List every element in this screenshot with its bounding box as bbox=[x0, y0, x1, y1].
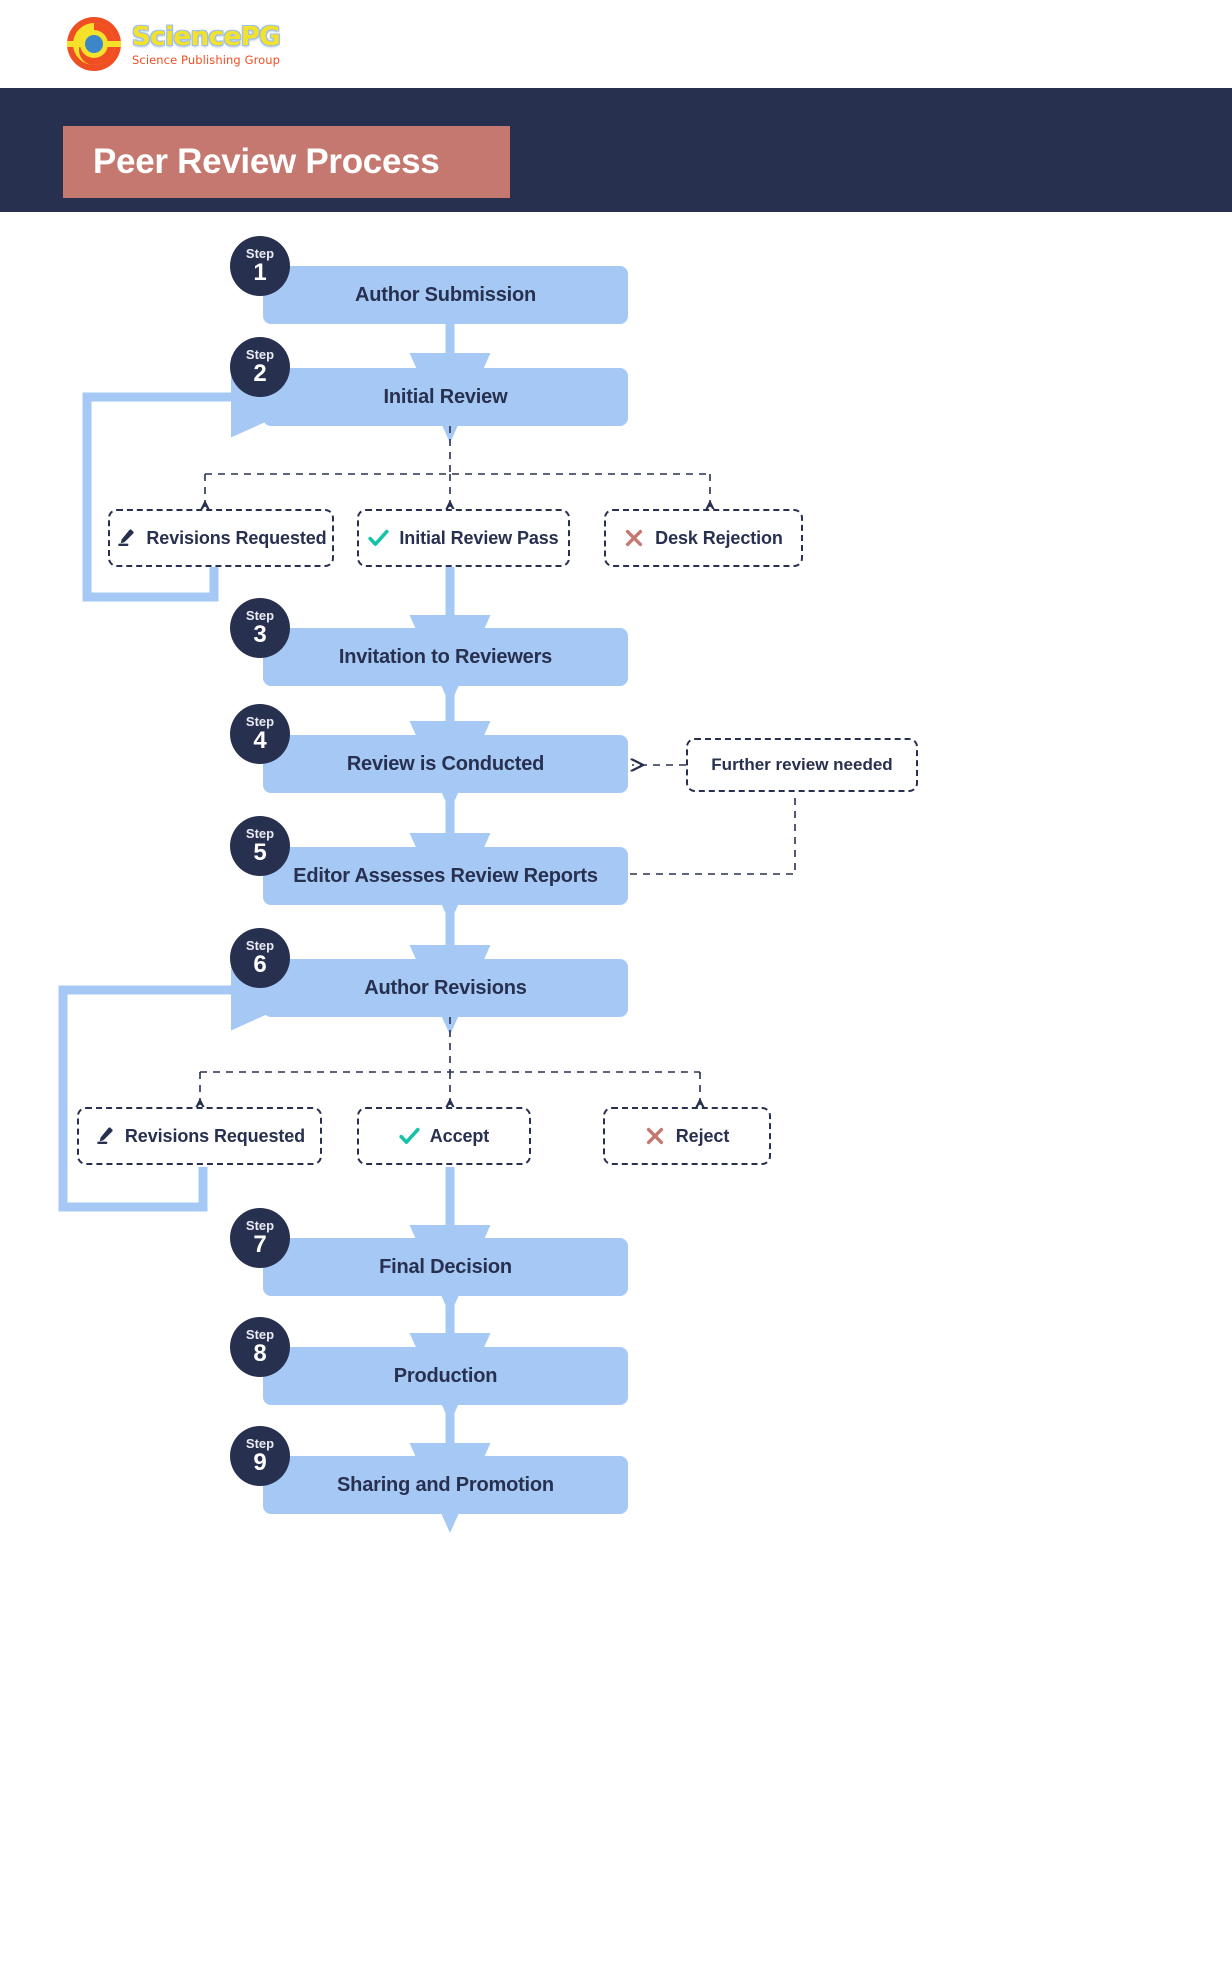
logo-bar: SciencePG Science Publishing Group bbox=[0, 0, 1232, 88]
step-number: 2 bbox=[253, 359, 267, 387]
outcome-label: Revisions Requested bbox=[124, 1125, 306, 1146]
step-word: Step bbox=[245, 713, 275, 729]
step-word: Step bbox=[245, 607, 275, 623]
brand-logo[interactable]: SciencePG Science Publishing Group bbox=[66, 16, 281, 72]
note-box-further-review-needed[interactable]: Further review needed bbox=[686, 738, 918, 792]
step-number: 8 bbox=[253, 1339, 267, 1367]
step-box-production[interactable]: Production bbox=[263, 1347, 628, 1405]
outcome-box-reject[interactable]: Reject bbox=[603, 1107, 771, 1165]
step-label: Final Decision bbox=[379, 1255, 512, 1278]
check-icon bbox=[399, 1126, 420, 1146]
cross-icon bbox=[624, 528, 644, 548]
step-badge-9: Step 9 bbox=[230, 1426, 290, 1486]
flowchart-canvas: Step 1 Author Submission Step 2 Initial … bbox=[0, 212, 1232, 1986]
step-label: Invitation to Reviewers bbox=[338, 645, 553, 668]
step-box-final-decision[interactable]: Final Decision bbox=[263, 1238, 628, 1296]
step-box-initial-review[interactable]: Initial Review bbox=[263, 368, 628, 426]
note-label: Further review needed bbox=[711, 755, 893, 774]
outcome-label: Desk Rejection bbox=[655, 527, 783, 548]
outcome-label: Initial Review Pass bbox=[399, 527, 559, 548]
outcome-box-revisions-requested-2[interactable]: Revisions Requested bbox=[77, 1107, 322, 1165]
sciencepg-circular-logo bbox=[66, 16, 122, 72]
step-number: 7 bbox=[253, 1230, 267, 1258]
step-label: Production bbox=[393, 1364, 498, 1387]
step-badge-3: Step 3 bbox=[230, 598, 290, 658]
step-box-editor-assesses-review-reports[interactable]: Editor Assesses Review Reports bbox=[263, 847, 628, 905]
step-number: 6 bbox=[253, 950, 267, 978]
outcome-label: Reject bbox=[675, 1125, 730, 1146]
check-icon bbox=[368, 528, 390, 548]
step-word: Step bbox=[245, 1435, 275, 1451]
pencil-icon bbox=[94, 1126, 114, 1146]
step-badge-1: Step 1 bbox=[230, 236, 290, 296]
outcome-box-revisions-requested-1[interactable]: Revisions Requested bbox=[108, 509, 334, 567]
pencil-icon bbox=[115, 528, 135, 548]
step-label: Initial Review bbox=[383, 385, 508, 408]
page-title: Peer Review Process bbox=[63, 126, 510, 198]
step-number: 5 bbox=[253, 838, 267, 866]
page-title-text: Peer Review Process bbox=[93, 142, 440, 181]
step-box-sharing-and-promotion[interactable]: Sharing and Promotion bbox=[263, 1456, 628, 1514]
step-word: Step bbox=[245, 245, 275, 261]
step-number: 3 bbox=[253, 620, 267, 648]
outcome-box-initial-review-pass[interactable]: Initial Review Pass bbox=[357, 509, 570, 567]
step-badge-8: Step 8 bbox=[230, 1317, 290, 1377]
step-box-invitation-to-reviewers[interactable]: Invitation to Reviewers bbox=[263, 628, 628, 686]
connector-layer bbox=[58, 324, 796, 1533]
outcome-box-desk-rejection[interactable]: Desk Rejection bbox=[604, 509, 803, 567]
outcome-box-accept[interactable]: Accept bbox=[357, 1107, 531, 1165]
brand-name: SciencePG bbox=[132, 21, 281, 52]
step-label: Author Submission bbox=[354, 283, 537, 306]
step-word: Step bbox=[245, 1326, 275, 1342]
outcome-label: Revisions Requested bbox=[146, 527, 327, 548]
step-word: Step bbox=[245, 1217, 275, 1233]
step-box-author-revisions[interactable]: Author Revisions bbox=[263, 959, 628, 1017]
step-badge-4: Step 4 bbox=[230, 704, 290, 764]
outcome-label: Accept bbox=[429, 1125, 490, 1146]
step-label: Sharing and Promotion bbox=[337, 1473, 554, 1496]
step-number: 4 bbox=[253, 726, 267, 754]
step-badge-6: Step 6 bbox=[230, 928, 290, 988]
step-word: Step bbox=[245, 825, 275, 841]
step-label: Review is Conducted bbox=[346, 752, 545, 775]
cross-icon bbox=[645, 1126, 665, 1146]
brand-tagline: Science Publishing Group bbox=[132, 52, 281, 67]
step-badge-2: Step 2 bbox=[230, 337, 290, 397]
step-box-author-submission[interactable]: Author Submission bbox=[263, 266, 628, 324]
step-badge-5: Step 5 bbox=[230, 816, 290, 876]
step-word: Step bbox=[245, 346, 275, 362]
step-number: 1 bbox=[253, 258, 267, 286]
step-label: Author Revisions bbox=[364, 976, 527, 999]
step-box-review-is-conducted[interactable]: Review is Conducted bbox=[263, 735, 628, 793]
step-word: Step bbox=[245, 937, 275, 953]
step-badge-7: Step 7 bbox=[230, 1208, 290, 1268]
step-number: 9 bbox=[253, 1448, 267, 1476]
step-label: Editor Assesses Review Reports bbox=[293, 864, 598, 887]
